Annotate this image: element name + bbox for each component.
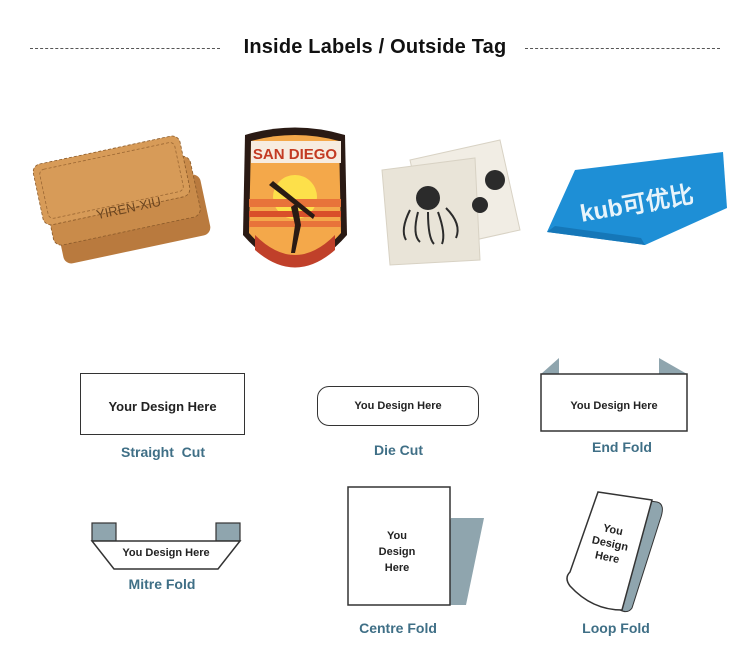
- loop-fold-diagram: [566, 491, 663, 613]
- end-fold-text: You Design Here: [570, 400, 658, 412]
- header-divider-left: [30, 48, 220, 49]
- centre-fold-text-line-3: Here: [384, 562, 410, 574]
- loop-fold-caption: Loop Fold: [582, 620, 650, 636]
- octopus-cotton-labels-image: [381, 139, 521, 266]
- page-title: Inside Labels / Outside Tag: [243, 36, 507, 58]
- centre-fold-text-line-2: Design: [378, 546, 416, 558]
- die-cut-caption: Die Cut: [374, 442, 423, 458]
- centre-fold-text-line-1: You: [387, 530, 407, 542]
- centre-fold-caption: Centre Fold: [359, 620, 437, 636]
- mitre-fold-diagram: [90, 522, 242, 570]
- mitre-fold-caption: Mitre Fold: [128, 576, 196, 592]
- leather-labels-image: YIREN-XIU: [32, 135, 211, 264]
- centre-fold-text: You Design Here: [362, 528, 432, 576]
- straight-cut-caption: Straight Cut: [121, 444, 205, 460]
- die-cut-diagram: You Design Here: [317, 386, 479, 426]
- end-fold-caption: End Fold: [592, 439, 652, 455]
- straight-cut-diagram: Your Design Here: [80, 373, 245, 435]
- die-cut-text: You Design Here: [354, 400, 442, 412]
- straight-cut-text: Your Design Here: [108, 399, 217, 414]
- header-divider-right: [525, 48, 720, 49]
- mitre-fold-text: You Design Here: [122, 547, 210, 559]
- end-fold-diagram: [540, 358, 688, 432]
- centre-fold-diagram: [347, 486, 484, 606]
- patch-text: SAN DIEGO: [253, 146, 338, 163]
- san-diego-patch-image: SAN DIEGO: [243, 127, 347, 268]
- kub-woven-label-image: kub可优比: [547, 152, 727, 245]
